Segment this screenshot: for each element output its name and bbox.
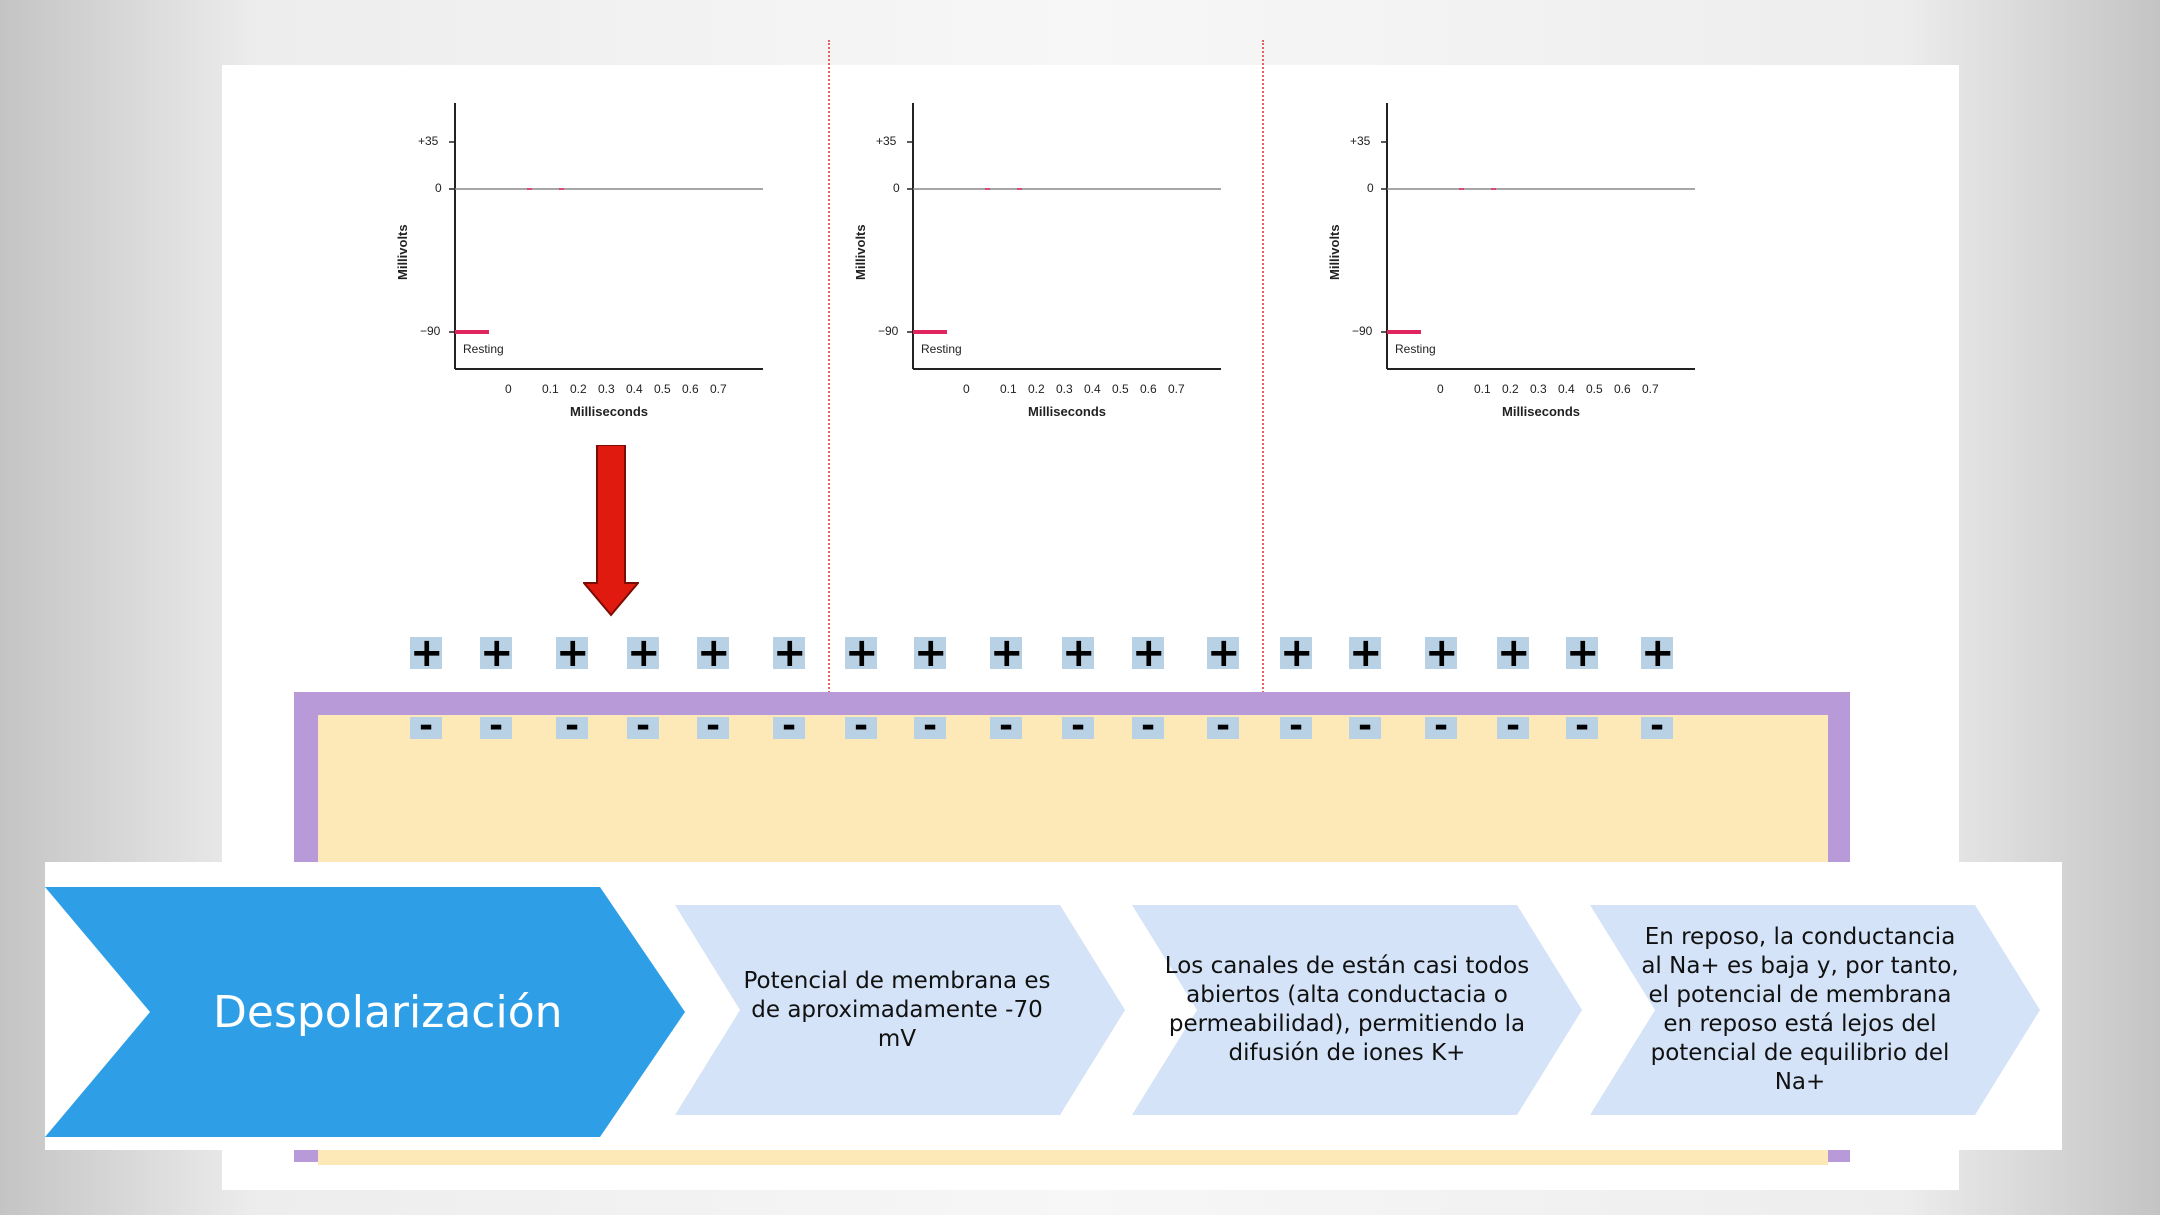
column-divider (1262, 40, 1264, 860)
positive-charge-icon: + (480, 630, 514, 676)
negative-charge-icon: - (1280, 709, 1312, 743)
x-tick-label: 0.6 (1614, 382, 1631, 396)
x-tick-label: 0.4 (626, 382, 643, 396)
positive-charge-icon: + (697, 630, 731, 676)
negative-charge-icon: - (697, 709, 729, 743)
x-tick-label: 0 (505, 382, 512, 396)
positive-charge-icon: + (1425, 630, 1459, 676)
resting-label: Resting (921, 342, 962, 356)
negative-charge-icon: - (1132, 709, 1164, 743)
x-tick-label: 0.5 (654, 382, 671, 396)
negative-charge-icon: - (627, 709, 659, 743)
x-tick-label: 0.4 (1558, 382, 1575, 396)
process-step-text: Los canales de están casi todos abiertos… (1164, 953, 1530, 1066)
positive-charge-icon: + (1641, 630, 1675, 676)
y-tick-label: +35 (1350, 134, 1371, 148)
positive-charge-icon: + (1132, 630, 1166, 676)
resting-label: Resting (1395, 342, 1436, 356)
x-tick-label: 0.2 (570, 382, 587, 396)
y-axis-label: Millivolts (395, 224, 410, 280)
x-tick-label: 0.3 (1530, 382, 1547, 396)
positive-charge-icon: + (914, 630, 948, 676)
y-tick-label: 0 (893, 181, 900, 195)
negative-charge-icon: - (1641, 709, 1673, 743)
y-tick-label: −90 (1352, 324, 1373, 338)
positive-charge-icon: + (773, 630, 807, 676)
negative-charge-icon: - (1425, 709, 1457, 743)
positive-charge-icon: + (1497, 630, 1531, 676)
x-tick-label: 0.6 (682, 382, 699, 396)
positive-charge-icon: + (1349, 630, 1383, 676)
membrane-potential-graph: Millivolts +35 0 −90 Resting 0 0.1 0.2 0… (1327, 98, 1695, 428)
stimulus-arrow-icon (583, 445, 639, 617)
negative-charge-icon: - (1207, 709, 1239, 743)
y-tick-label: 0 (1367, 181, 1374, 195)
negative-charge-icon: - (1062, 709, 1094, 743)
process-step-chevron (1132, 905, 1582, 1115)
positive-charge-icon: + (410, 630, 444, 676)
positive-charge-icon: + (627, 630, 661, 676)
x-tick-label: 0.6 (1140, 382, 1157, 396)
x-axis-label: Milliseconds (1502, 404, 1581, 419)
y-tick-label: +35 (876, 134, 897, 148)
y-tick-label: +35 (418, 134, 439, 148)
positive-charge-icon: + (990, 630, 1024, 676)
positive-charge-icon: + (845, 630, 879, 676)
positive-charge-icon: + (1280, 630, 1314, 676)
process-step-text: En reposo, la conductancia al Na+ es baj… (1641, 924, 1959, 1095)
y-tick-label: −90 (878, 324, 899, 338)
process-step-chevron (1590, 905, 2040, 1115)
x-tick-label: 0 (1437, 382, 1444, 396)
x-tick-label: 0.7 (1642, 382, 1659, 396)
positive-charge-icon: + (1207, 630, 1241, 676)
positive-charge-icon: + (556, 630, 590, 676)
negative-charge-icon: - (990, 709, 1022, 743)
negative-charge-icon: - (480, 709, 512, 743)
process-step-text: Potencial de membrana es de aproximadame… (743, 967, 1051, 1052)
x-tick-label: 0.1 (1000, 382, 1017, 396)
negative-charge-icon: - (1497, 709, 1529, 743)
y-tick-label: −90 (420, 324, 441, 338)
x-tick-label: 0 (963, 382, 970, 396)
column-divider (828, 40, 830, 860)
y-axis-label: Millivolts (1327, 224, 1342, 280)
negative-charge-icon: - (1349, 709, 1381, 743)
negative-charge-icon: - (556, 709, 588, 743)
y-axis-label: Millivolts (853, 224, 868, 280)
y-tick-label: 0 (435, 181, 442, 195)
process-panel: Despolarización Potencial de membrana es… (45, 862, 2062, 1150)
process-main-chevron (45, 887, 685, 1137)
negative-charge-icon: - (773, 709, 805, 743)
x-tick-label: 0.5 (1112, 382, 1129, 396)
negative-charge-icon: - (845, 709, 877, 743)
negative-charge-icon: - (410, 709, 442, 743)
process-title: Despolarización (213, 986, 563, 1038)
x-tick-label: 0.2 (1502, 382, 1519, 396)
x-tick-label: 0.5 (1586, 382, 1603, 396)
membrane-potential-graph: Millivolts +35 0 −90 Resting 0 0.1 0.2 0… (395, 98, 763, 428)
x-tick-label: 0.1 (542, 382, 559, 396)
x-tick-label: 0.7 (1168, 382, 1185, 396)
x-axis-label: Milliseconds (570, 404, 649, 419)
resting-label: Resting (463, 342, 504, 356)
x-tick-label: 0.1 (1474, 382, 1491, 396)
process-step-chevron (675, 905, 1125, 1115)
x-tick-label: 0.3 (598, 382, 615, 396)
positive-charge-icon: + (1062, 630, 1096, 676)
x-tick-label: 0.7 (710, 382, 727, 396)
negative-charge-icon: - (1566, 709, 1598, 743)
x-tick-label: 0.4 (1084, 382, 1101, 396)
x-tick-label: 0.3 (1056, 382, 1073, 396)
x-axis-label: Milliseconds (1028, 404, 1107, 419)
x-tick-label: 0.2 (1028, 382, 1045, 396)
positive-charge-icon: + (1566, 630, 1600, 676)
membrane-potential-graph: Millivolts +35 0 −90 Resting 0 0.1 0.2 0… (853, 98, 1221, 428)
negative-charge-icon: - (914, 709, 946, 743)
